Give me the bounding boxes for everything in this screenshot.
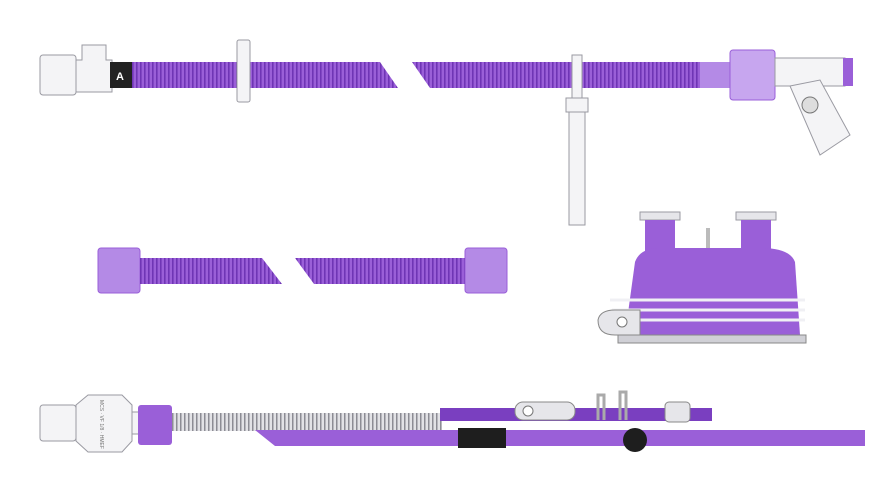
humidifier-chamber: [597, 211, 807, 344]
elbow-connector: [75, 44, 113, 93]
purple-cuff: [138, 405, 172, 445]
chamber-base: [617, 334, 807, 344]
tube-end-sleeve: [700, 62, 732, 88]
water-trap: [565, 54, 589, 226]
corrugated-tube-segment: [132, 62, 398, 88]
corrugated-tube-segment: [295, 258, 465, 284]
heater-wire-strip: [255, 430, 865, 446]
tube-marker-band: [110, 62, 132, 88]
sensor-block: [458, 428, 506, 448]
spring-coil-tube: [172, 413, 442, 431]
temperature-probe-clip: [514, 390, 691, 423]
purple-cuff: [729, 49, 776, 101]
middle-breathing-tube: [97, 247, 508, 294]
heater-wire-upper-strip: [440, 408, 712, 421]
purple-cuff: [464, 247, 508, 294]
hme-filter: [75, 394, 133, 453]
patient-connector: [39, 54, 77, 96]
tube-clip: [236, 39, 251, 103]
tube-marker-label: A: [116, 71, 124, 83]
purple-cuff: [97, 247, 141, 294]
filter-label: MCS · VF 1/8 · HMEF: [98, 400, 104, 449]
heated-circuit-with-filter: MCS · VF 1/8 · HMEF: [39, 390, 865, 453]
y-piece-connector: [774, 57, 853, 156]
corrugated-tube-segment: [412, 62, 730, 88]
top-breathing-tube-assembly: A: [39, 39, 853, 226]
corrugated-tube-segment: [140, 258, 282, 284]
connector-knob: [623, 428, 647, 452]
patient-connector: [39, 404, 77, 442]
